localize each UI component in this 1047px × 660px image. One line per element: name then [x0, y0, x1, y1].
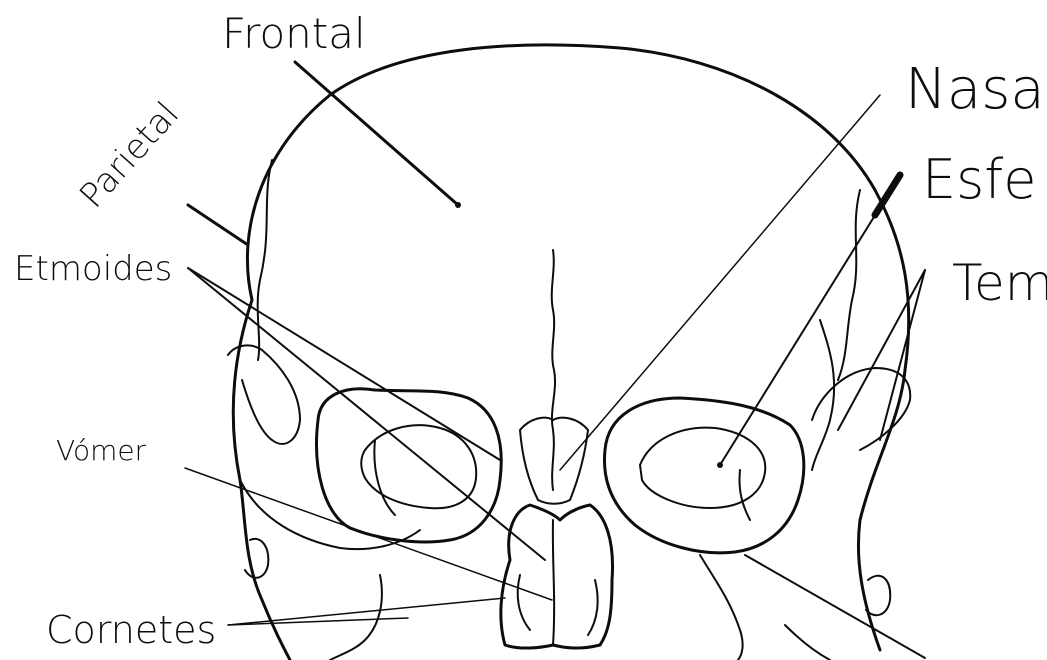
- label-cornetes: Cornetes: [46, 608, 216, 652]
- frontal-suture: [552, 250, 555, 490]
- etmoides-leader-2: [188, 268, 545, 560]
- right-orbit-fissure: [739, 470, 750, 520]
- right-turbinate: [588, 580, 598, 635]
- frontal-leader: [295, 62, 458, 205]
- cornetes-leader-2: [228, 618, 408, 625]
- maxilla-right: [700, 555, 743, 660]
- nasal-cavity: [501, 505, 613, 648]
- label-nasal: Nasa: [905, 57, 1045, 122]
- left-orbit: [317, 389, 502, 542]
- esfenoides-leader: [720, 175, 900, 465]
- maxilla-left: [330, 575, 382, 660]
- label-vomer: Vómer: [56, 434, 147, 467]
- right-orbit: [604, 398, 803, 553]
- temporal-fossa-right: [812, 320, 834, 470]
- left-orbit-inner: [361, 425, 476, 508]
- cranium-left-side: [233, 300, 290, 660]
- left-turbinate: [518, 575, 530, 630]
- cornetes-leader: [228, 598, 505, 625]
- parietal-leader: [188, 205, 248, 245]
- label-parietal: Parietal: [72, 94, 187, 216]
- label-esfenoides: Esfe: [922, 148, 1037, 211]
- mastoid-right: [866, 576, 890, 615]
- temporal-suture-right: [838, 190, 860, 380]
- vomer-leader: [185, 468, 552, 600]
- temporal-leader-2: [838, 270, 925, 430]
- left-orbit-fissure: [374, 440, 395, 515]
- label-temporal: Tem: [952, 254, 1047, 312]
- label-frontal: Frontal: [222, 9, 366, 58]
- lower-right-jaw: [785, 625, 830, 660]
- right-orbit-inner: [640, 428, 765, 508]
- label-etmoides: Etmoides: [14, 249, 172, 289]
- cranium-outline: [247, 45, 908, 650]
- nasal-septum: [553, 520, 554, 645]
- lower-right-leader: [745, 555, 925, 658]
